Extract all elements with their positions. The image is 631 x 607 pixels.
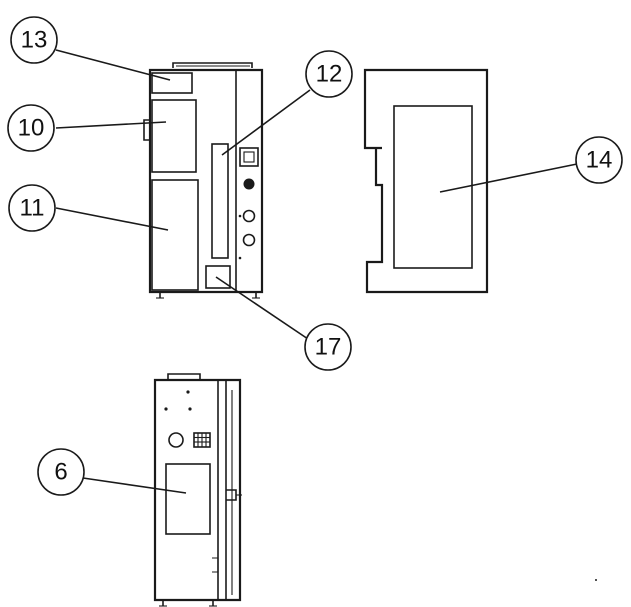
- callout-6: 6: [37, 448, 85, 496]
- speck-dot: [595, 579, 597, 581]
- leader-line-11: [55, 207, 169, 231]
- label-panel-10: [151, 99, 197, 173]
- callout-12-label: 12: [316, 61, 343, 88]
- label-panel-13: [151, 72, 193, 94]
- side-body-outline: [153, 378, 242, 602]
- round-port-icon: [168, 432, 184, 448]
- power-connector-icon: [243, 178, 255, 190]
- leader-line-10: [55, 121, 167, 129]
- screw-dot: [186, 390, 190, 394]
- cover-outline: [363, 68, 489, 294]
- callout-17-label: 17: [315, 334, 342, 361]
- unit-side-handle: [143, 119, 150, 141]
- label-strip-12: [211, 143, 229, 259]
- side-bottom-tab: [212, 557, 219, 573]
- callout-11: 11: [8, 184, 56, 232]
- leader-line-14: [439, 163, 578, 193]
- screw-dot: [238, 256, 242, 260]
- leader-line-17: [215, 276, 309, 340]
- label-panel-11: [151, 179, 199, 291]
- unit-body-outline: [148, 68, 264, 294]
- cover-panel: [363, 68, 489, 294]
- screw-dot: [164, 407, 168, 411]
- callout-12: 12: [305, 50, 353, 98]
- label-panel-17: [205, 265, 231, 289]
- unit-front-view: [143, 62, 264, 299]
- round-connector-1-icon: [242, 209, 256, 223]
- callout-14-label: 14: [586, 147, 613, 174]
- label-panel-6: [165, 463, 211, 535]
- side-knob: [226, 489, 237, 501]
- callout-13-label: 13: [21, 27, 48, 54]
- callout-6-label: 6: [54, 459, 67, 486]
- callout-14: 14: [575, 136, 623, 184]
- leader-line-6: [82, 477, 187, 494]
- callout-10: 10: [7, 104, 55, 152]
- callout-10-label: 10: [18, 115, 45, 142]
- callout-13: 13: [10, 16, 58, 64]
- leader-line-12: [221, 89, 311, 156]
- callout-17: 17: [304, 323, 352, 371]
- unit-top-lid: [172, 62, 253, 68]
- leader-line-13: [55, 49, 171, 81]
- rj-jack-inner: [243, 151, 255, 163]
- led-dot: [238, 214, 242, 218]
- round-connector-2-icon: [242, 233, 256, 247]
- unit-side-view: [153, 373, 242, 607]
- label-panel-14: [393, 105, 473, 269]
- screw-dot: [188, 407, 192, 411]
- callout-11-label: 11: [20, 195, 45, 222]
- vent-grid-icon: [193, 432, 211, 448]
- side-top-clamp: [167, 373, 201, 380]
- leader-lines: [55, 49, 578, 494]
- rj-jack: [239, 147, 259, 167]
